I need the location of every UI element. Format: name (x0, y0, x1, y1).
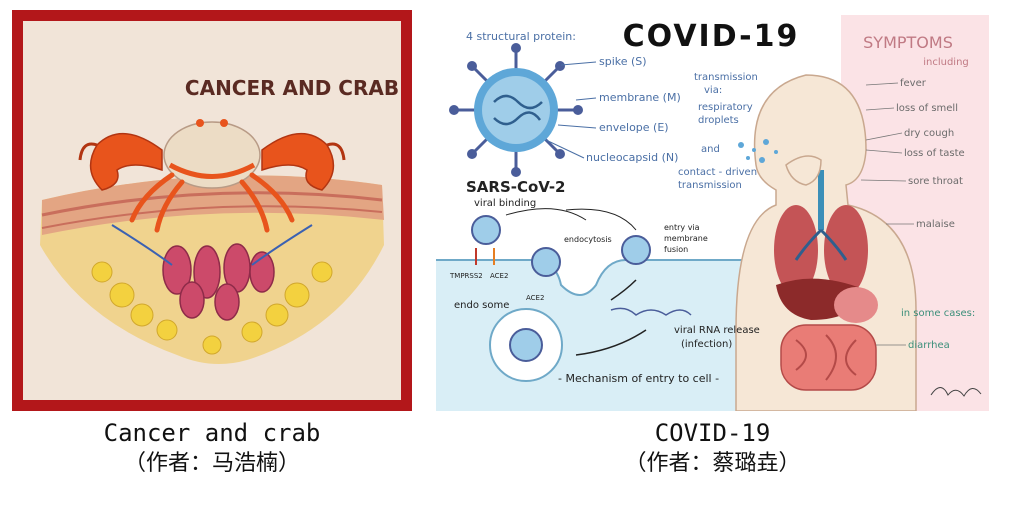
transmission-line4: droplets (698, 115, 739, 126)
symptom-malaise: malaise (916, 219, 955, 230)
sars-cov2-label: SARS-CoV-2 (466, 178, 566, 196)
virus-endocytosis-icon (531, 247, 561, 277)
symptoms-subtitle: including (923, 57, 969, 68)
cancer-crab-art-title: CANCER AND CRAB (185, 76, 399, 100)
transmission-line1: transmission (694, 72, 758, 83)
endosome-virus-icon (509, 328, 543, 362)
cancer-crab-artwork: CANCER AND CRAB (12, 10, 412, 411)
symptom-dry-cough: dry cough (904, 128, 954, 139)
left-caption-title: Cancer and crab (103, 419, 321, 447)
virus-fusion-icon (621, 235, 651, 265)
left-caption-author: （作者：马浩楠） (123, 451, 300, 476)
entry-via-line3: fusion (664, 245, 688, 254)
big-virus-icon (449, 43, 583, 177)
mechanism-label: - Mechanism of entry to cell - (558, 372, 719, 385)
cancer-crab-illustration: CANCER AND CRAB (12, 10, 412, 411)
droplet-icons (738, 139, 778, 163)
left-caption: Cancer and crab （作者：马浩楠） (12, 418, 412, 480)
rna-release-line2: (infection) (681, 339, 732, 350)
protein-envelope: envelope (E) (599, 121, 669, 134)
protein-membrane: membrane (M) (599, 91, 681, 104)
covid19-artwork: COVID-19 4 structural protein: (436, 10, 989, 412)
symptom-sore-throat: sore throat (908, 176, 963, 187)
symptom-fever: fever (900, 78, 927, 89)
symptoms-title: SYMPTOMS (863, 33, 953, 52)
transmission-line3: respiratory (698, 102, 753, 113)
endocytosis-label: endocytosis (564, 235, 612, 244)
symptom-loss-of-smell: loss of smell (896, 103, 958, 114)
protein-nucleocapsid: nucleocapsid (N) (586, 151, 678, 164)
virus-binding-icon (471, 215, 501, 245)
ace2-label-b: ACE2 (526, 294, 544, 302)
symptom-diarrhea: diarrhea (908, 340, 950, 351)
entry-via-line2: membrane (664, 234, 708, 243)
transmission-line7: transmission (678, 180, 742, 191)
structural-protein-label: 4 structural protein: (466, 30, 576, 43)
transmission-line2: via: (704, 85, 722, 96)
entry-via-line1: entry via (664, 223, 700, 232)
right-caption-author: （作者：蔡璐垚） (624, 451, 801, 476)
transmission-line6: contact - driven (678, 167, 757, 178)
transmission-line5: and (701, 144, 720, 155)
viral-rna-icon (610, 307, 692, 316)
right-caption: COVID-19 （作者：蔡璐垚） (436, 418, 989, 480)
endosome-label: endo some (454, 300, 509, 311)
symptom-loss-of-taste: loss of taste (904, 148, 965, 159)
some-cases-label: in some cases: (901, 308, 975, 319)
ace2-label-a: ACE2 (490, 272, 508, 280)
covid-art-title: COVID-19 (623, 19, 800, 54)
covid19-illustration: COVID-19 4 structural protein: (436, 10, 989, 412)
protein-spike: spike (S) (599, 55, 647, 68)
viral-binding-label: viral binding (474, 198, 536, 209)
tmprss2-label: TMPRSS2 (449, 272, 483, 280)
rna-release-line1: viral RNA release (674, 325, 760, 336)
right-caption-title: COVID-19 (654, 419, 771, 447)
artist-signature (930, 387, 982, 397)
